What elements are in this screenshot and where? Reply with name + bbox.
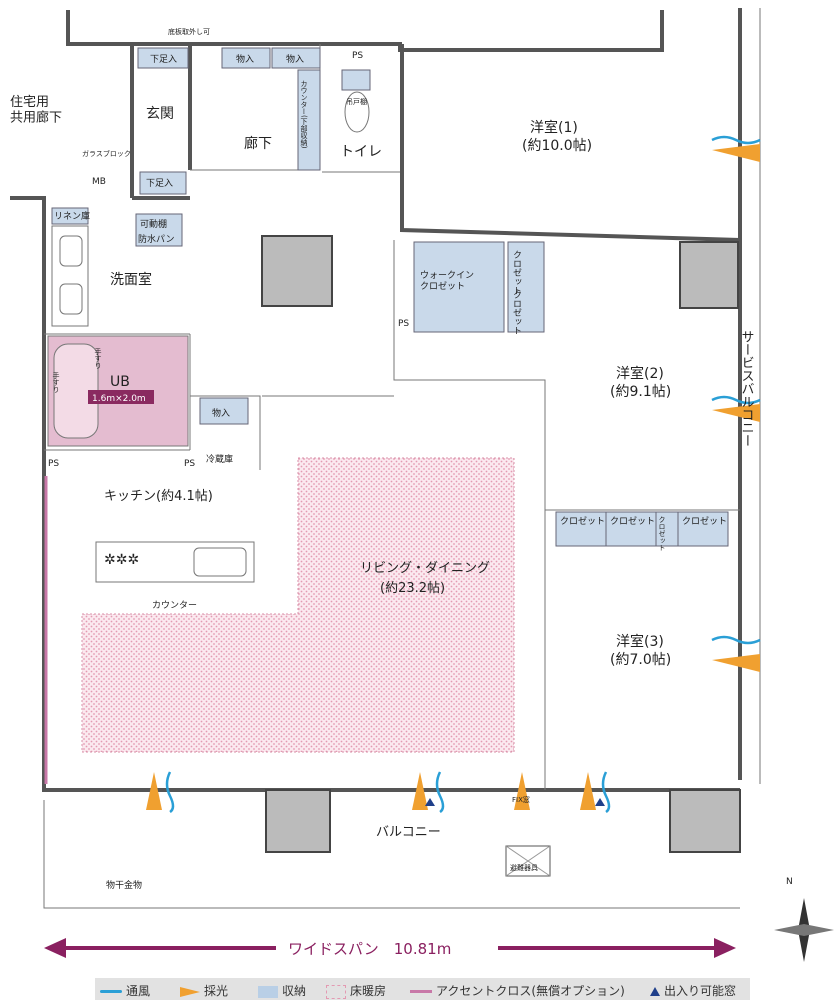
label-evacuation: 避難器具 [510,863,538,872]
notice-floor: 底板取外し可 [168,27,210,36]
label-closet-h1: クロゼット [560,515,605,527]
label-linen: リネン庫 [54,210,90,222]
label-service-balcony: サービスバルコニー [739,330,755,447]
label-laundry: 物干金物 [106,879,142,891]
label-closet-h4: クロゼット [682,515,727,527]
label-bedroom-3-size: (約7.0帖) [610,652,671,668]
label-hanging-shelf: 吊戸棚 [346,97,367,106]
label-movable-shelf: 可動棚 [140,218,167,230]
label-ps-fridge: PS [184,459,195,469]
label-glass-block: ガラスブロック [82,149,131,158]
walls [10,8,761,909]
legend-accent-cross: アクセントクロス(無償オプション) [410,982,625,999]
label-ps-top: PS [352,51,363,61]
legend-airflow: 通風 [100,982,150,999]
room-labels: 底板取外し可 下足入 物入 物入 PS 吊戸棚 カウンター(下部収納) 住宅用共… [10,27,793,958]
label-closet-v2: クロゼット [511,290,522,335]
label-ps-mid: PS [398,319,409,329]
storage-areas [51,47,729,547]
label-toilet: トイレ [340,144,382,160]
label-entrance: 玄関 [146,105,174,122]
legend-floor-heating: 床暖房 [326,982,386,999]
label-bedroom-2-size: (約9.1帖) [610,384,671,400]
wide-span-arrow [44,936,736,960]
sink-2 [59,283,83,315]
legend-storage: 収納 [258,982,306,999]
ub-size-badge [88,390,154,404]
label-washroom: 洗面室 [110,271,152,288]
label-kitchen: キッチン(約4.1帖) [104,489,213,504]
label-storage-3: 物入 [212,407,230,419]
label-handrail-1: 手すり [94,347,102,369]
floor-heat-swatch-icon [326,984,346,999]
label-storage-2: 物入 [286,53,304,65]
label-ps-left: PS [48,459,59,469]
stove-burners: ✲✲✲ [104,552,139,568]
label-counter: カウンター [152,600,197,611]
label-hallway: 廊下 [244,135,272,152]
triangle-icon [650,987,660,996]
label-closet-h2: クロゼット [610,515,655,527]
access-window-markers [425,798,605,806]
label-fix-window: FIX窓 [512,795,530,804]
label-bedroom-2: 洋室(2) [616,365,664,382]
airflow-waves [165,135,761,814]
column-balcony-right [669,789,741,853]
column-right [679,241,739,309]
label-storage-1: 物入 [236,53,254,65]
label-wide-span: ワイドスパン 10.81m [288,940,451,958]
column-center [261,235,333,307]
floor-heating-area [81,457,515,753]
accent-line-icon [410,990,432,993]
label-fridge: 冷蔵庫 [206,453,233,465]
label-mb: MB [92,177,106,187]
label-bedroom-3: 洋室(3) [616,633,664,650]
wave-icon [100,990,122,993]
label-shoes-top: 下足入 [150,54,177,65]
label-counter-vertical: カウンター(下部収納) [300,80,308,149]
label-ub-size: 1.6m×2.0m [92,394,146,404]
sink-1 [59,235,83,267]
label-bedroom-1-size: (約10.0帖) [522,138,592,154]
label-common-corridor: 住宅用共用廊下 [10,95,62,126]
wedge-icon [180,986,200,997]
label-bedroom-1: 洋室(1) [530,119,578,136]
washroom-vanity [51,225,89,327]
label-walkin: ウォークインクロゼット [420,270,474,292]
toilet-bowl [344,91,370,133]
label-living: リビング・ダイニング [360,561,490,576]
label-balcony: バルコニー [376,825,441,840]
label-waterproof-pan: 防水パン [138,233,174,245]
label-shoes-bottom: 下足入 [146,178,173,189]
label-closet-v1: クロゼット [511,250,522,295]
legend-light: 採光 [180,982,228,999]
column-balcony-left [265,789,331,853]
label-closet-h3: クロゼット [658,516,666,551]
storage-swatch-icon [258,985,278,998]
compass [774,898,834,962]
kitchen-sink [193,547,247,577]
light-wedges [146,144,760,810]
legend-access-window: 出入り可能窓 [650,982,736,999]
label-handrail-2: 手すり [52,371,60,393]
label-ub: UB [110,374,130,390]
label-north: N [786,877,793,887]
label-living-size: (約23.2帖) [380,581,445,596]
